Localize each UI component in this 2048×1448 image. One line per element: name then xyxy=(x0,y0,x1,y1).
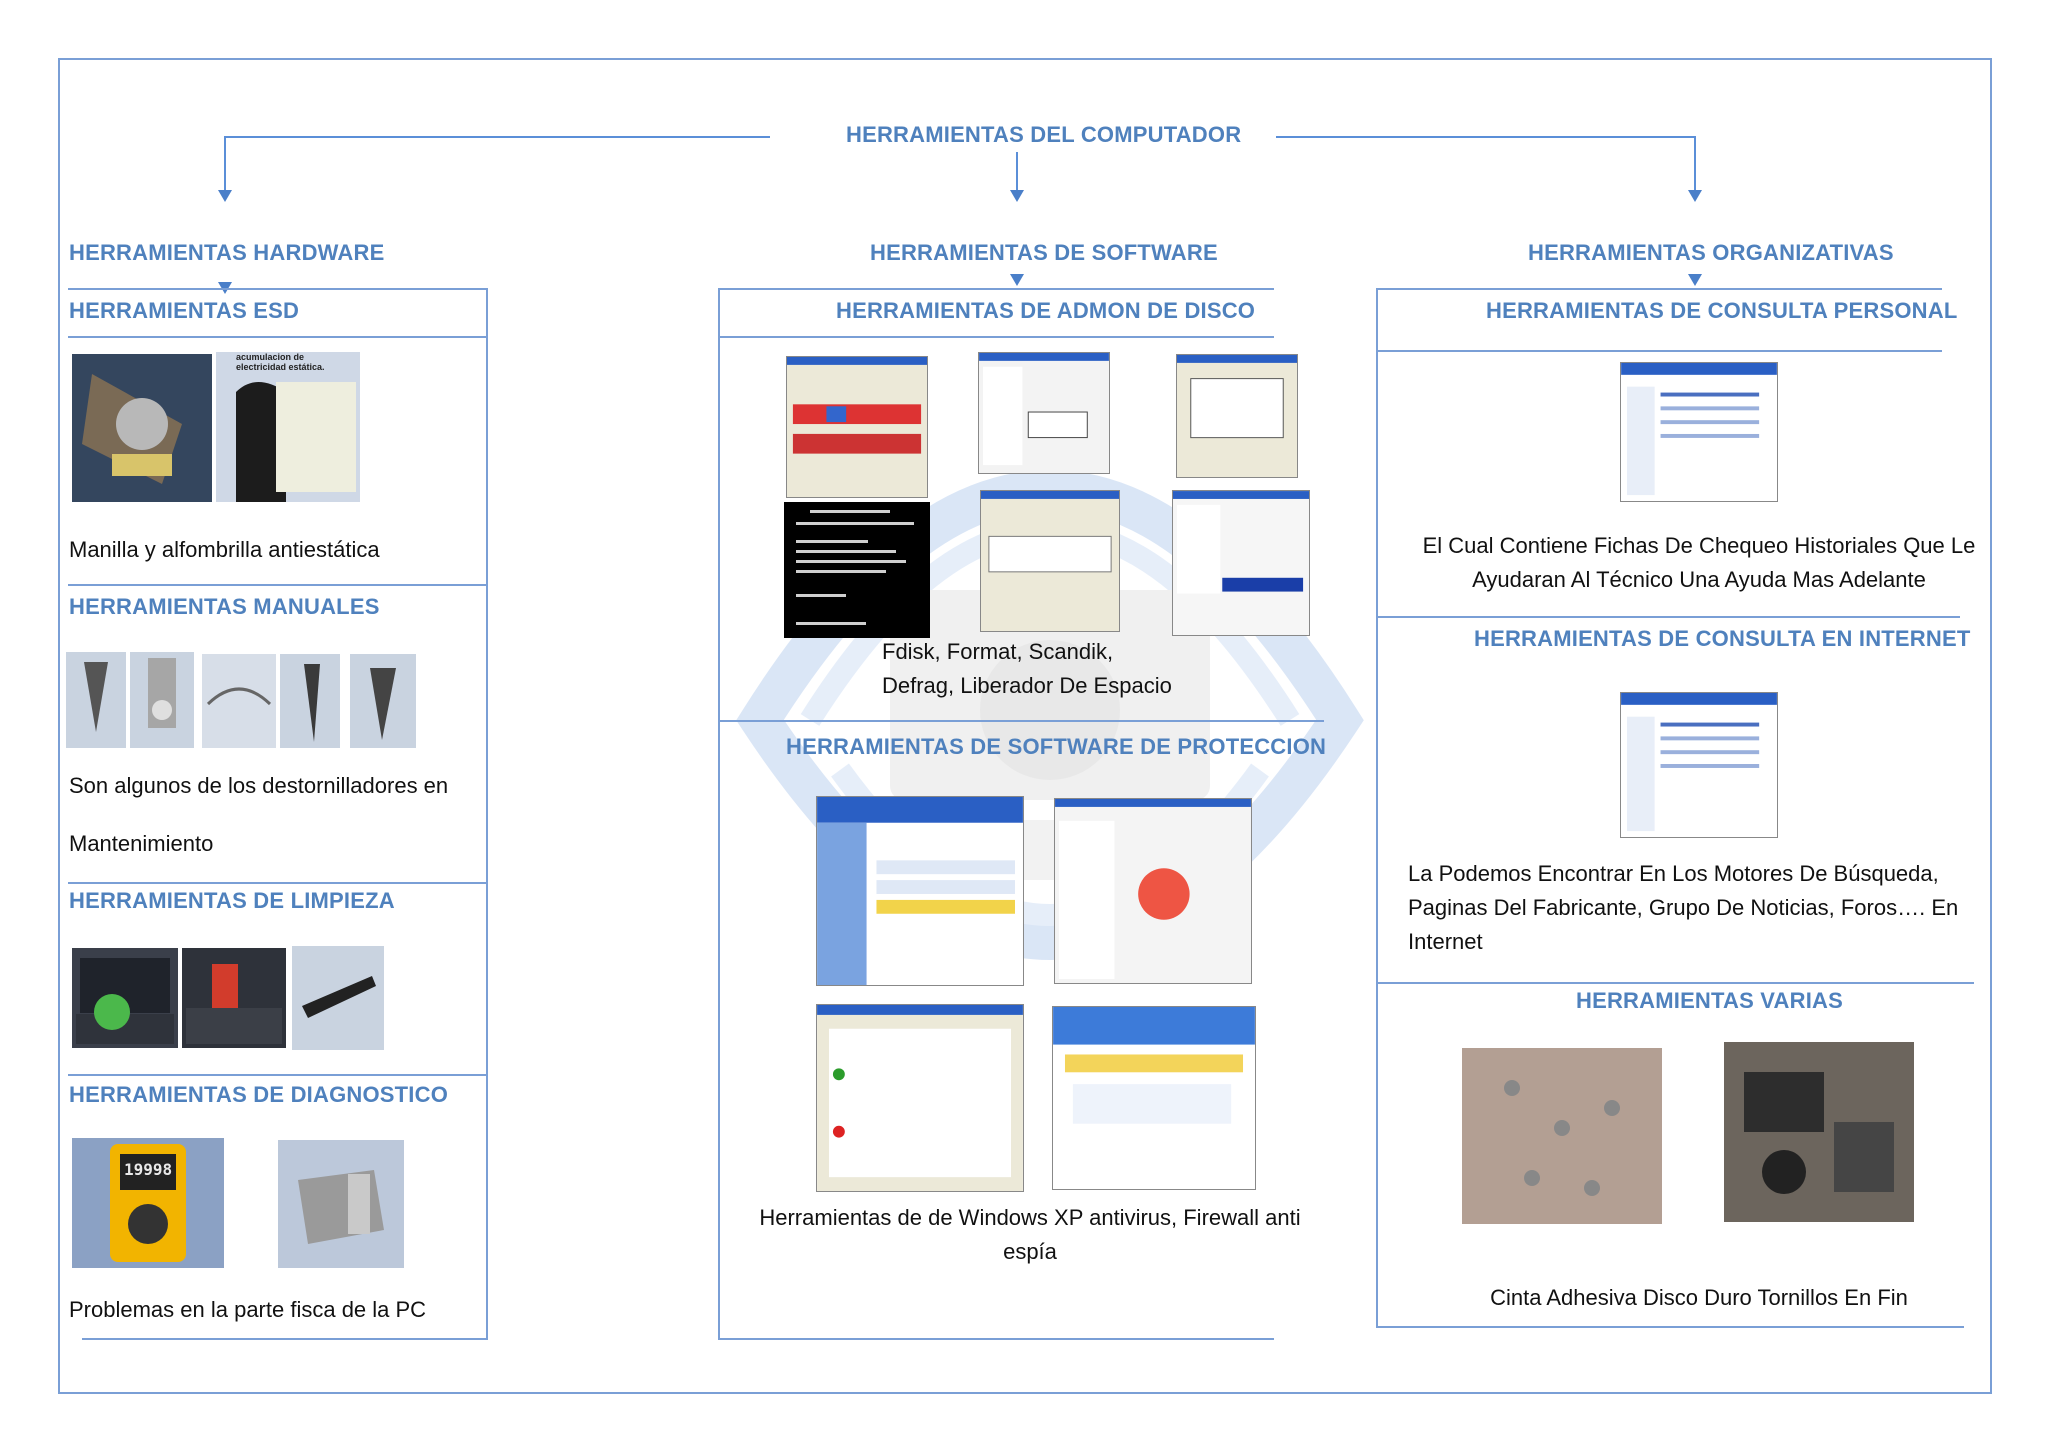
esd-image-overlay-text: acumulacion de electricidad estática. xyxy=(236,352,325,372)
hardware-panel-top-border xyxy=(68,288,488,290)
software-bottom-line xyxy=(718,1338,1274,1340)
consulta-personal-title: HERRAMIENTAS DE CONSULTA PERSONAL xyxy=(1486,298,1958,323)
arrow-to-admon xyxy=(1010,274,1024,286)
software-panel-top-border xyxy=(718,288,1274,290)
cleaning-laptop-photo xyxy=(72,948,178,1048)
admon-caption-2: Defrag, Liberador De Espacio xyxy=(882,673,1172,698)
esd-mat-photo: acumulacion de electricidad estática. xyxy=(216,352,360,502)
security-center-screenshot xyxy=(816,796,1024,986)
consulta-personal-caption-2: Ayudaran Al Técnico Una Ayuda Mas Adelan… xyxy=(1472,567,1926,592)
arrow-to-consulta-personal xyxy=(1688,274,1702,286)
arrow-to-organizativas xyxy=(1688,190,1702,202)
loopback-plug-photo xyxy=(278,1140,404,1268)
organizativas-panel-top-border xyxy=(1376,288,1942,290)
proteccion-divider xyxy=(718,720,1324,722)
software-title: HERRAMIENTAS DE SOFTWARE xyxy=(870,240,1218,265)
varias-caption: Cinta Adhesiva Disco Duro Tornillos En F… xyxy=(1490,1285,1908,1310)
admon-caption-1: Fdisk, Format, Scandik, xyxy=(882,639,1114,664)
software-panel-left-border xyxy=(718,288,720,1340)
consulta-personal-divider xyxy=(1376,350,1942,352)
limpieza-divider xyxy=(68,882,488,884)
defrag-screenshot xyxy=(786,356,928,498)
hardware-bottom-line xyxy=(82,1338,488,1340)
consulta-internet-title: HERRAMIENTAS DE CONSULTA EN INTERNET xyxy=(1474,626,1971,651)
organizativas-bottom-line xyxy=(1376,1326,1964,1328)
varias-screws-photo xyxy=(1462,1048,1662,1224)
diagnostico-divider xyxy=(68,1074,488,1076)
hardware-title: HERRAMIENTAS HARDWARE xyxy=(69,240,385,265)
windows-defender-screenshot xyxy=(1052,1006,1256,1190)
esd-divider xyxy=(68,336,488,338)
firewall-screenshot xyxy=(816,1004,1024,1192)
manuales-divider xyxy=(68,584,488,586)
screwdriver-photo-4 xyxy=(280,654,340,748)
manuales-title: HERRAMIENTAS MANUALES xyxy=(69,594,380,619)
outer-frame xyxy=(58,58,1992,1394)
consulta-internet-caption-2: Paginas Del Fabricante, Grupo De Noticia… xyxy=(1408,895,1959,920)
limpieza-title: HERRAMIENTAS DE LIMPIEZA xyxy=(69,888,395,913)
esd-title: HERRAMIENTAS ESD xyxy=(69,298,300,323)
varias-divider xyxy=(1376,982,1974,984)
diagnostico-title: HERRAMIENTAS DE DIAGNOSTICO xyxy=(69,1082,449,1107)
manuales-caption-1: Son algunos de los destornilladores en xyxy=(69,773,449,798)
consulta-internet-caption-1: La Podemos Encontrar En Los Motores De B… xyxy=(1408,861,1939,886)
proteccion-caption-1: Herramientas de de Windows XP antivirus,… xyxy=(759,1205,1301,1230)
screwdriver-photo-2 xyxy=(130,652,194,748)
arrow-to-hardware xyxy=(218,190,232,202)
fdisk-screenshot xyxy=(784,502,930,638)
disk-properties-screenshot xyxy=(1176,354,1298,478)
diagnostico-caption: Problemas en la parte fisca de la PC xyxy=(69,1297,427,1322)
cleaning-spray-photo xyxy=(182,948,286,1048)
root-connector-left-drop xyxy=(224,136,226,192)
consulta-internet-screenshot xyxy=(1620,692,1778,838)
admon-title: HERRAMIENTAS DE ADMON DE DISCO xyxy=(836,298,1256,323)
esd-caption: Manilla y alfombrilla antiestática xyxy=(69,537,380,562)
consulta-internet-caption-3: Internet xyxy=(1408,929,1483,954)
disk-cleanup-screenshot xyxy=(980,490,1120,632)
proteccion-caption-2: espía xyxy=(1003,1239,1057,1264)
antivirus-screenshot xyxy=(1054,798,1252,984)
arrow-to-software xyxy=(1010,190,1024,202)
organizativas-title: HERRAMIENTAS ORGANIZATIVAS xyxy=(1528,240,1894,265)
admon-divider xyxy=(718,336,1274,338)
multimeter-reading: 19998 xyxy=(124,1160,173,1179)
manuales-caption-2: Mantenimiento xyxy=(69,831,214,856)
varias-title: HERRAMIENTAS VARIAS xyxy=(1576,988,1843,1013)
varias-components-photo xyxy=(1724,1042,1914,1222)
cleaning-brush-photo xyxy=(292,946,384,1050)
esd-wrist-strap-photo xyxy=(72,354,212,502)
hardware-panel xyxy=(68,288,488,1340)
screwdriver-photo-5 xyxy=(350,654,416,748)
proteccion-title: HERRAMIENTAS DE SOFTWARE DE PROTECCION xyxy=(786,734,1327,759)
disk-management-screenshot xyxy=(978,352,1110,474)
organizativas-panel-left-border xyxy=(1376,288,1378,1328)
root-connector-center-drop xyxy=(1016,152,1018,194)
consulta-internet-divider xyxy=(1376,616,1960,618)
root-title: HERRAMIENTAS DEL COMPUTADOR xyxy=(846,122,1242,147)
root-connector-right xyxy=(1276,136,1696,138)
consulta-personal-caption-1: El Cual Contiene Fichas De Chequeo Histo… xyxy=(1422,533,1976,558)
hardware-panel-right-border xyxy=(486,288,488,1340)
root-connector-right-drop xyxy=(1694,136,1696,192)
computer-management-screenshot xyxy=(1172,490,1310,636)
multimeter-photo: 19998 xyxy=(72,1138,224,1268)
root-connector-left xyxy=(224,136,770,138)
consulta-personal-screenshot xyxy=(1620,362,1778,502)
screwdriver-photo-1 xyxy=(66,652,126,748)
screwdriver-photo-3 xyxy=(202,654,276,748)
